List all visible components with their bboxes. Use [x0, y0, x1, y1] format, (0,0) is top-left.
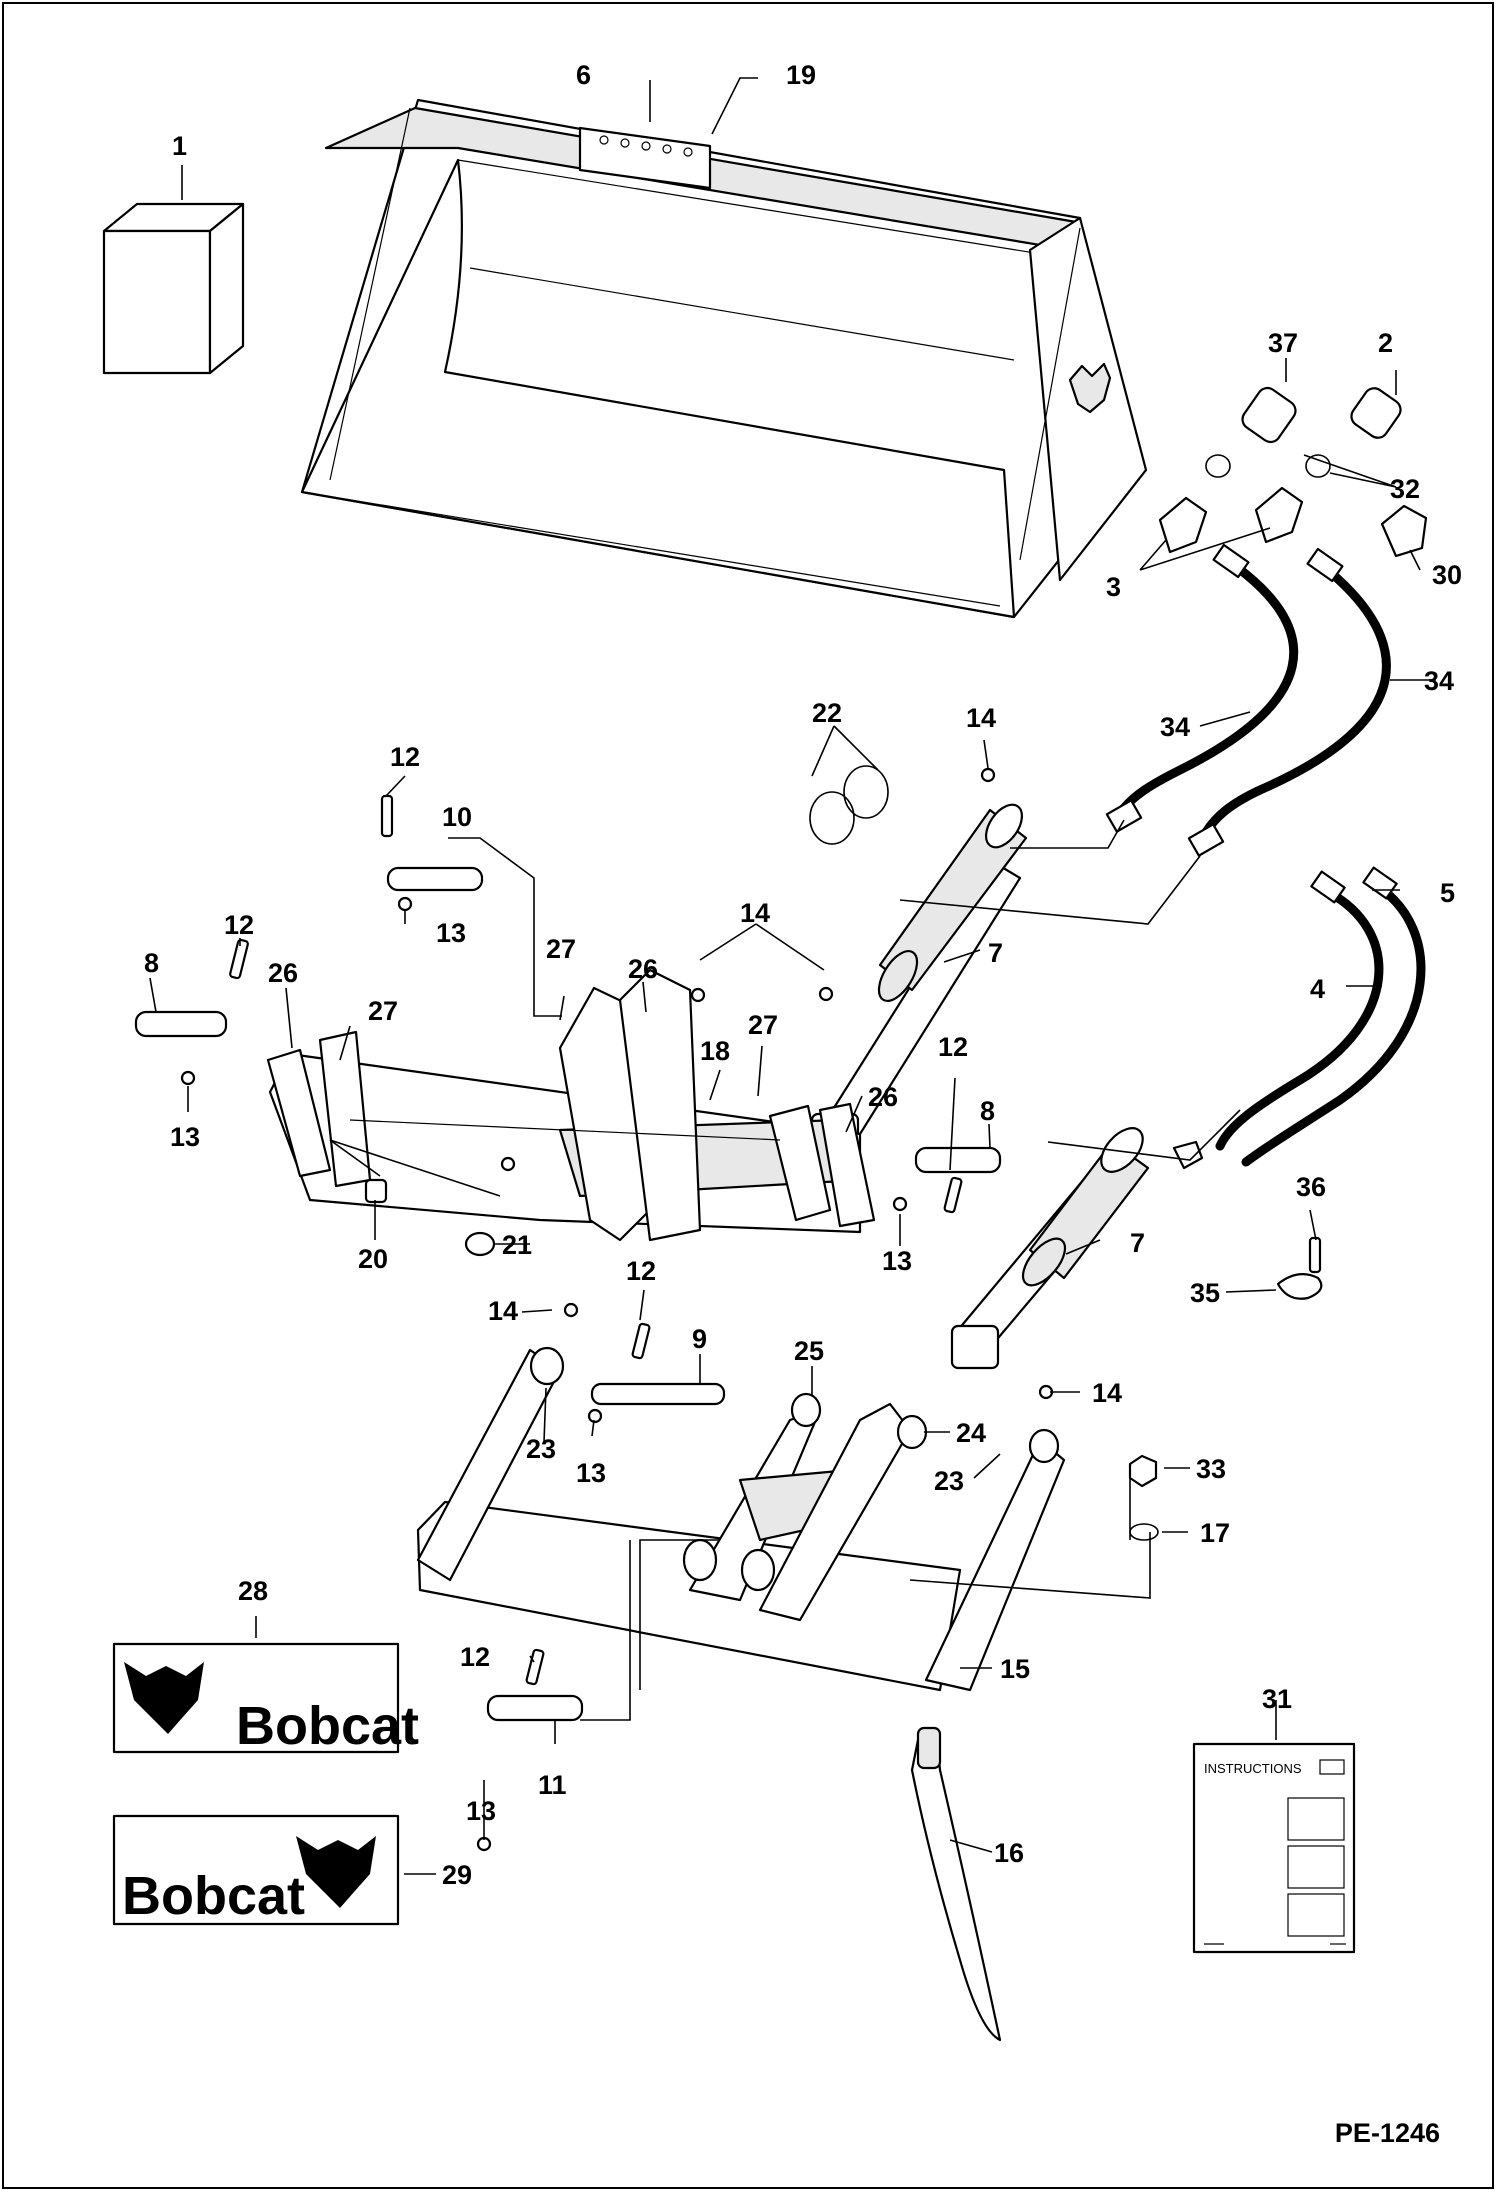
callout-24: 24	[956, 1418, 986, 1448]
callout-12-d: 12	[626, 1256, 656, 1286]
hoses-4-5	[1215, 866, 1426, 1167]
callout-29: 29	[442, 1860, 472, 1890]
callout-18: 18	[700, 1036, 730, 1066]
callout-12-b: 12	[224, 910, 254, 940]
callout-14-b: 14	[740, 898, 770, 928]
callout-19: 19	[786, 60, 816, 90]
callout-10: 10	[442, 802, 472, 832]
pin-11	[486, 1694, 584, 1722]
tooth-16	[910, 1726, 1002, 2042]
callout-26-c: 26	[868, 1082, 898, 1112]
decal-29: Bobcat	[112, 1814, 400, 1926]
callout-13-e: 13	[466, 1796, 496, 1826]
callout-21: 21	[502, 1230, 532, 1260]
callout-26-b: 26	[628, 954, 658, 984]
callout-13-a: 13	[436, 918, 466, 948]
callout-7-upper: 7	[988, 938, 1003, 968]
callout-32: 32	[1390, 474, 1420, 504]
bucket	[300, 98, 1148, 619]
callout-12-e: 12	[460, 1642, 490, 1672]
callout-13-c: 13	[882, 1246, 912, 1276]
part-1-box	[102, 202, 245, 375]
callout-12-c: 12	[938, 1032, 968, 1062]
bolt-36	[1308, 1236, 1322, 1274]
instructions-manual-31: INSTRUCTIONS	[1192, 1742, 1356, 1954]
callout-15: 15	[1000, 1654, 1030, 1684]
bobcat-head-icon	[124, 1662, 204, 1734]
callout-13-b: 13	[170, 1122, 200, 1152]
cylinder-7-lower	[950, 1127, 1204, 1370]
decal-28-brand: Bobcat	[236, 1696, 419, 1756]
callout-23-b: 23	[934, 1466, 964, 1496]
callout-14-d: 14	[1092, 1378, 1122, 1408]
clamp-35	[1276, 1273, 1323, 1300]
callout-22: 22	[812, 698, 842, 728]
callout-26-a: 26	[268, 958, 298, 988]
frame-15	[416, 1346, 1066, 1692]
callout-34-b: 34	[1424, 666, 1454, 696]
callout-2: 2	[1378, 328, 1393, 358]
decal-29-brand: Bobcat	[122, 1866, 305, 1926]
callout-27-c: 27	[748, 1010, 778, 1040]
callout-8-left: 8	[144, 948, 159, 978]
callout-8-right: 8	[980, 1096, 995, 1126]
bobcat-head-icon	[296, 1836, 376, 1908]
fitting-37	[1241, 386, 1297, 444]
callout-16: 16	[994, 1838, 1024, 1868]
callout-27-b: 27	[368, 996, 398, 1026]
callout-14-c: 14	[488, 1296, 518, 1326]
callout-17: 17	[1200, 1518, 1230, 1548]
pin-9	[590, 1382, 726, 1406]
pin-8-left	[134, 1010, 228, 1038]
callout-37: 37	[1268, 328, 1298, 358]
nut-33	[1128, 1454, 1158, 1488]
callout-36: 36	[1296, 1172, 1326, 1202]
callout-28: 28	[238, 1576, 268, 1606]
callout-27-a: 27	[546, 934, 576, 964]
callout-12-a: 12	[390, 742, 420, 772]
decal-28: Bobcat	[112, 1642, 419, 1756]
callout-20: 20	[358, 1244, 388, 1274]
cylinder-7-upper	[810, 803, 1028, 1156]
callout-11: 11	[538, 1770, 567, 1800]
callout-33: 33	[1196, 1454, 1226, 1484]
callout-14-a: 14	[966, 703, 996, 733]
callout-34-a: 34	[1160, 712, 1190, 742]
callout-25: 25	[794, 1336, 824, 1366]
hoses-34	[1105, 543, 1391, 857]
pin-8-right	[914, 1146, 1002, 1174]
bolts-12	[229, 794, 963, 1686]
couplers-3	[1158, 486, 1304, 554]
cap-30	[1380, 504, 1428, 558]
pin-10	[386, 866, 484, 892]
callout-1: 1	[172, 131, 187, 161]
callout-7-lower: 7	[1130, 1228, 1145, 1258]
callout-31: 31	[1262, 1684, 1292, 1714]
leader-lines	[149, 77, 1436, 1875]
nut-21	[464, 1231, 496, 1257]
instructions-label: INSTRUCTIONS	[1204, 1761, 1302, 1776]
clamps-22	[809, 765, 889, 845]
frame-18	[266, 968, 876, 1242]
callout-13-d: 13	[576, 1458, 606, 1488]
callout-6: 6	[576, 60, 591, 90]
washer-17	[1129, 1523, 1159, 1541]
document-code: PE-1246	[1334, 2118, 1440, 2148]
fitting-2	[1350, 387, 1402, 439]
callout-35: 35	[1190, 1278, 1220, 1308]
bolt-20	[364, 1178, 388, 1204]
nuts-13-14	[180, 767, 1054, 1852]
callout-23-a: 23	[526, 1434, 556, 1464]
callout-30: 30	[1432, 560, 1462, 590]
callout-5: 5	[1440, 878, 1455, 908]
callout-3: 3	[1106, 572, 1121, 602]
o-rings-32	[1205, 454, 1331, 478]
callout-9: 9	[692, 1324, 707, 1354]
callouts: 1 2 3 4 5 6 7 7 8 8 9 10 11 12 12 12 12 …	[144, 60, 1462, 1890]
callout-4: 4	[1310, 974, 1325, 1004]
